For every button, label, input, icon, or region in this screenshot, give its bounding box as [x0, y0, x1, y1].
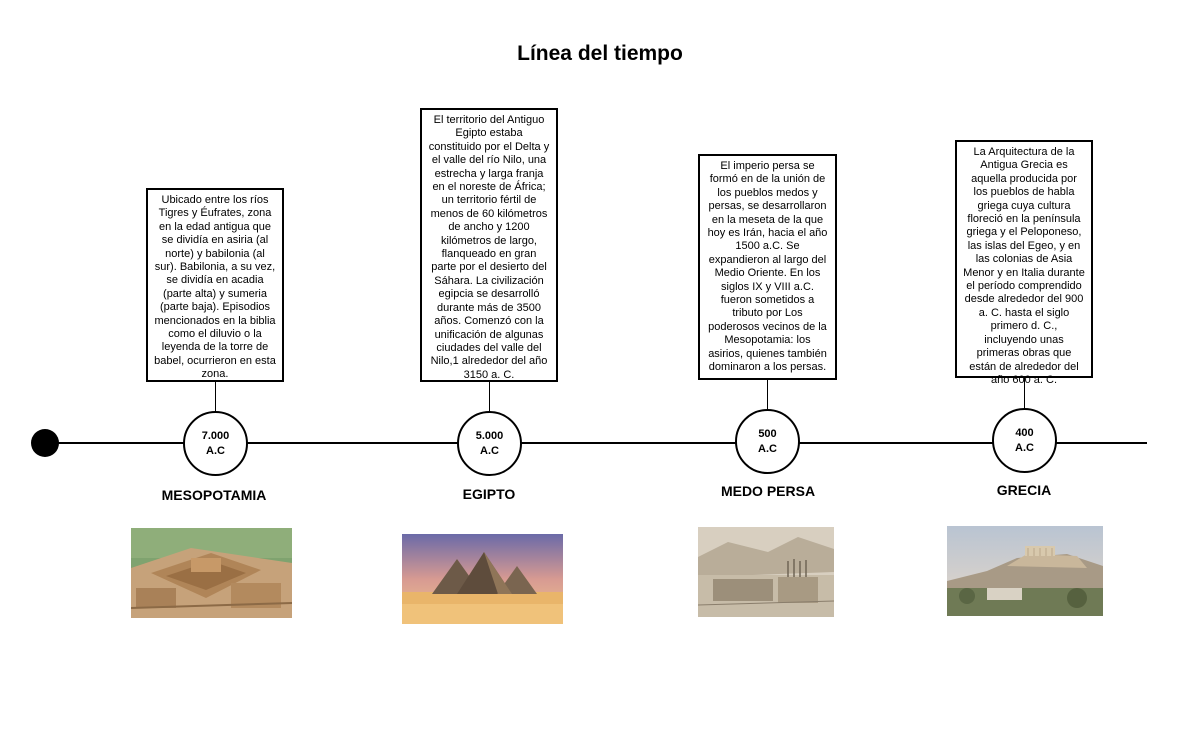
date-era: A.C — [758, 442, 777, 455]
description-box-mesopotamia: Ubicado entre los ríos Tigres y Éufrates… — [146, 188, 284, 382]
image-egipto — [402, 534, 563, 624]
connector-line — [1024, 378, 1025, 408]
connector-line — [215, 382, 216, 411]
date-node-medo-persa: 500 A.C — [735, 409, 800, 474]
image-grecia — [947, 526, 1103, 616]
date-value: 7.000 — [201, 429, 230, 442]
date-node-grecia: 400 A.C — [992, 408, 1057, 473]
timeline-start-dot — [31, 429, 59, 457]
timeline-axis — [44, 442, 1147, 444]
description-text: El imperio persa se formó en de la unión… — [707, 160, 828, 374]
date-node-mesopotamia: 7.000 A.C — [183, 411, 248, 476]
description-box-medo-persa: El imperio persa se formó en de la unión… — [698, 154, 837, 380]
date-era: A.C — [206, 444, 225, 457]
era-label-egipto: EGIPTO — [462, 486, 516, 502]
date-era: A.C — [1015, 441, 1034, 454]
connector-line — [767, 380, 768, 409]
date-era: A.C — [480, 444, 499, 457]
date-value: 5.000 — [475, 429, 504, 442]
image-medo-persa — [698, 527, 834, 617]
date-node-egipto: 5.000 A.C — [457, 411, 522, 476]
era-label-medo-persa: MEDO PERSA — [720, 483, 816, 499]
description-text: La Arquitectura de la Antigua Grecia es … — [963, 146, 1085, 386]
image-mesopotamia — [131, 528, 292, 618]
connector-line — [489, 382, 490, 411]
era-label-mesopotamia: MESOPOTAMIA — [161, 487, 267, 503]
page-title: Línea del tiempo — [517, 42, 683, 65]
description-text: Ubicado entre los ríos Tigres y Éufrates… — [154, 194, 276, 381]
description-box-grecia: La Arquitectura de la Antigua Grecia es … — [955, 140, 1093, 386]
description-text: El territorio del Antiguo Egipto estaba … — [428, 114, 550, 381]
description-box-egipto: El territorio del Antiguo Egipto estaba … — [420, 108, 558, 382]
date-value: 400 — [1015, 426, 1034, 439]
date-value: 500 — [758, 427, 777, 440]
era-label-grecia: GRECIA — [996, 482, 1052, 498]
